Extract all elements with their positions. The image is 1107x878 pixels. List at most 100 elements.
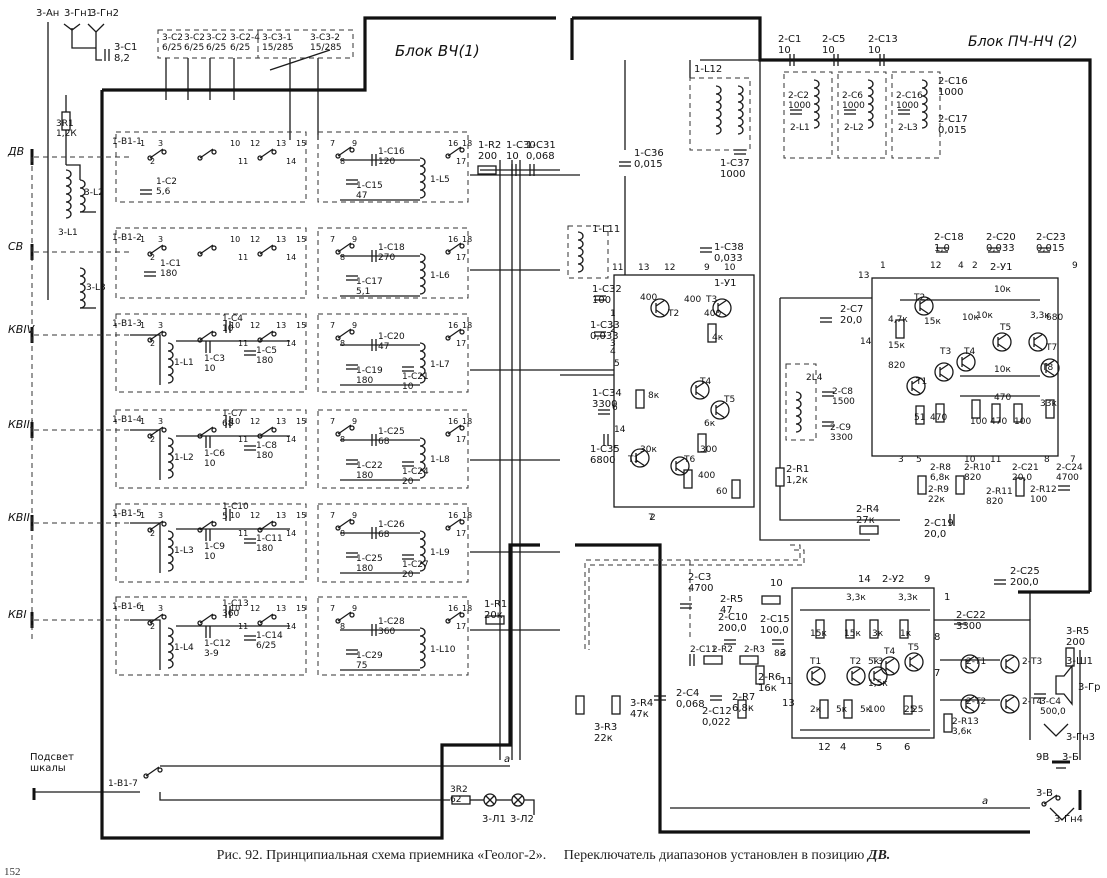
capacitor-label: 0,068 — [676, 699, 705, 710]
capacitor-label: 15/285 — [262, 43, 294, 53]
component-value: Т5 — [999, 323, 1011, 333]
transistor-label: 2-Т2 — [966, 697, 986, 707]
resistor — [895, 319, 905, 339]
capacitor-label: 1-С5 — [256, 346, 277, 356]
transistor — [960, 654, 980, 674]
band-switch — [271, 427, 277, 433]
ic-label: 1-У1 — [714, 278, 736, 289]
band-label: КВI — [8, 608, 27, 621]
pin-number: 16 — [448, 417, 458, 426]
capacitor-label: 2-С16 — [938, 76, 968, 87]
capacitor-label: 0,068 — [526, 151, 555, 162]
component-value: 25 — [904, 705, 915, 715]
capacitor-group-label: 6/25 — [184, 43, 204, 53]
capacitor-label: 2-С7 — [840, 304, 863, 315]
band-switch — [147, 251, 153, 257]
band-switch — [349, 519, 355, 525]
antenna-label: 3-Гн1 — [64, 8, 93, 19]
capacitor-label: 10 — [204, 459, 216, 469]
capacitor-label: 6/25 — [256, 641, 276, 651]
capacitor-label: 2-С22 — [956, 610, 986, 621]
switch-label: 3-В — [1036, 788, 1053, 799]
band-switch — [337, 242, 352, 253]
pin-number: 7 — [648, 513, 654, 523]
coil-label: 2-L1 — [790, 123, 810, 133]
component-value: 100 — [1014, 417, 1031, 427]
band-switch — [271, 245, 277, 251]
component-value: 2-С21 — [1012, 463, 1039, 473]
band-switch — [271, 614, 277, 620]
resistor-label: 47 — [720, 605, 733, 616]
capacitor-label: 2-С2 — [788, 91, 809, 101]
capacitor-label: 47 — [378, 342, 389, 352]
transistor — [885, 657, 896, 665]
coil-label: 1-L4 — [174, 643, 194, 653]
resistor — [819, 699, 829, 719]
pin-number: 3 — [898, 455, 904, 465]
pin-number: 9 — [704, 263, 710, 273]
pin-number: 10 — [770, 578, 783, 589]
component-value: 4к — [712, 333, 724, 343]
transistor — [635, 459, 646, 467]
switch-section-box — [317, 227, 469, 299]
component-value: Т4 — [963, 347, 975, 357]
resistor-2-R5 — [761, 595, 781, 605]
resistor-label: 1-R2 — [478, 140, 501, 151]
band-switch — [459, 329, 465, 335]
capacitor-label: 1-С25 — [356, 554, 383, 564]
resistor — [991, 403, 1001, 423]
capacitor-label: 270 — [378, 253, 395, 263]
component-value: 30к — [640, 445, 657, 455]
transistor — [811, 667, 822, 675]
transistor — [1045, 369, 1056, 377]
pin-number: 15 — [296, 139, 306, 148]
resistor — [915, 405, 925, 425]
component-value: 5к — [860, 705, 872, 715]
transistor — [909, 663, 920, 671]
coil-label: 1-L8 — [430, 455, 450, 465]
band-switch — [445, 249, 451, 255]
component-value: Т4 — [699, 377, 711, 387]
transistor — [695, 391, 706, 399]
capacitor-group-label: 6/25 — [206, 43, 226, 53]
pin-number: 6 — [904, 742, 910, 753]
capacitor-label: 10 — [222, 324, 234, 334]
band-switch — [259, 330, 274, 341]
component-value: 2-С24 — [1056, 463, 1083, 473]
band-switch — [445, 335, 451, 341]
switch-section-box — [317, 503, 469, 583]
coil — [167, 530, 174, 572]
transistor — [1033, 343, 1044, 351]
band-switch — [199, 426, 214, 437]
pin-number: 18 — [462, 235, 472, 244]
band-switch — [149, 613, 164, 624]
pin-number: 8 — [1044, 455, 1050, 465]
capacitor-label: 1-С38 — [714, 242, 744, 253]
resistor-3R2 — [451, 795, 471, 805]
lamp-switch — [157, 767, 163, 773]
resistor-3-R3 — [575, 695, 585, 715]
band-switch — [459, 425, 465, 431]
capacitor-label: 3-С3-1 — [262, 33, 292, 43]
transistor — [715, 411, 726, 419]
pin-number: 7 — [330, 511, 335, 520]
component-value: 400 — [640, 293, 657, 303]
capacitor-label: 180 — [356, 471, 373, 481]
capacitor-label: 200,0 — [718, 623, 747, 634]
band-switch — [149, 520, 164, 531]
pin-number: 10 — [230, 604, 240, 613]
pin-number: 9 — [352, 321, 357, 330]
transistor — [939, 373, 950, 381]
if-coil — [813, 79, 820, 129]
pin-number: 3 — [158, 235, 163, 244]
pin-number: 17 — [456, 529, 466, 538]
band-switch — [445, 431, 451, 437]
component-value: 680 — [1046, 313, 1063, 323]
band-switch — [271, 331, 277, 337]
pin-number: 3 — [158, 417, 163, 426]
band-switch — [349, 612, 355, 618]
coil-label: 1-L1 — [174, 358, 194, 368]
block-border — [100, 90, 540, 840]
pin-number: 7 — [330, 139, 335, 148]
capacitor-label: 2-С6 — [842, 91, 863, 101]
